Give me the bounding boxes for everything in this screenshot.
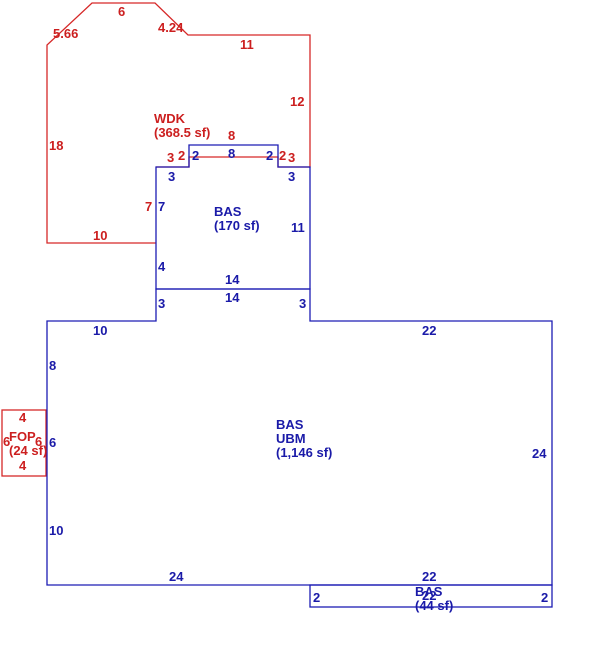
bas-main-dim-left-upper: 8 [49,358,56,373]
bas-main-name: BAS [276,417,304,432]
bas-upper-area: (170 sf) [214,218,260,233]
bas-upper-dim-bottom-outer: 14 [225,290,240,305]
wdk-area: (368.5 sf) [154,125,210,140]
bas-main-sub: UBM [276,431,306,446]
bas-strip-dim-right: 2 [541,590,548,605]
fop-dim-right: 6 [35,434,42,449]
bas-strip-dim-top: 22 [422,588,436,603]
wdk-dim-notch-left-a: 3 [167,150,174,165]
bas-main-dim-right: 24 [532,446,547,461]
bas-strip-name: BAS [415,584,443,599]
bas-main-dim-left-lower: 10 [49,523,63,538]
fop-dim-bottom: 4 [19,458,27,473]
wdk-dim-notch-right-b: 3 [288,150,295,165]
bas-strip-outline [309,584,553,608]
wdk-dim-bottom: 10 [93,228,107,243]
bas-upper-dim-step-left: 3 [158,296,165,311]
bas-main-dim-left-mid: 6 [49,435,56,450]
bas-upper-dim-notch-left-b: 2 [192,148,199,163]
bas-main-dim-top-right: 22 [422,323,436,338]
wdk-dim-seg-left: 7 [145,199,152,214]
wdk-dim-right: 12 [290,94,304,109]
bas-main-outline [46,288,553,586]
bas-upper-dim-notch-left-a: 3 [168,169,175,184]
bas-upper-dim-notch-right-b: 3 [288,169,295,184]
fop-dim-left: 6 [3,434,10,449]
fop-name: FOP [9,429,36,444]
fop-area: (24 sf) [9,443,47,458]
fop-dim-top: 4 [19,410,27,425]
wdk-dim-top-left-diag: 5.66 [53,26,78,41]
bas-upper-dim-notch-top: 8 [228,146,235,161]
bas-strip-area: (44 sf) [415,598,453,613]
bas-strip-dim-left: 2 [313,590,320,605]
wdk-dim-notch-right-a: 2 [279,148,286,163]
bas-upper-dim-left-upper: 7 [158,199,165,214]
bas-main-area: (1,146 sf) [276,445,332,460]
wdk-dim-notch-top: 8 [228,128,235,143]
bas-upper-dim-notch-right-a: 2 [266,148,273,163]
wdk-dim-notch-left-b: 2 [178,148,185,163]
bas-upper-dim-bottom-inner: 14 [225,272,240,287]
bas-main-dim-bottom-right: 22 [422,569,436,584]
bas-upper-name: BAS [214,204,242,219]
fop-outline [1,409,47,477]
wdk-dim-top: 6 [118,4,125,19]
wdk-name: WDK [154,111,186,126]
bas-upper-dim-left-lower: 4 [158,259,166,274]
wdk-dim-top-right-diag: 4.24 [158,20,184,35]
bas-main-dim-bottom-left: 24 [169,569,184,584]
wdk-dim-left: 18 [49,138,63,153]
wdk-dim-right-top: 11 [240,37,254,52]
bas-main-dim-top-left: 10 [93,323,107,338]
bas-upper-dim-right: 11 [291,220,305,235]
bas-upper-dim-step-right: 3 [299,296,306,311]
